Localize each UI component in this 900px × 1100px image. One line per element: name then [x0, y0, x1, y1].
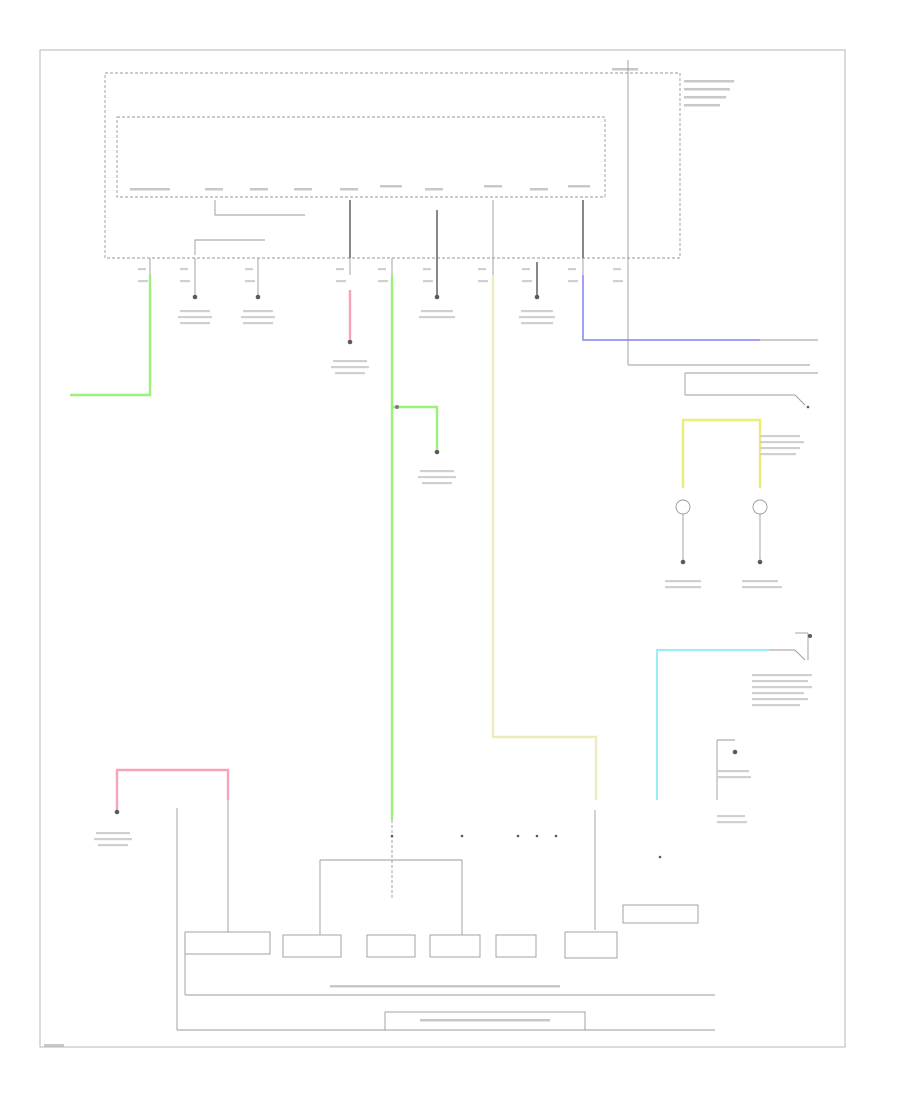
module-internal-line-1 — [214, 200, 305, 216]
splice-green — [395, 405, 399, 409]
wire-yellow — [681, 418, 762, 488]
ground-pink-bottom — [114, 809, 120, 815]
wire-pink-bottom — [115, 768, 230, 810]
right-switch-lines — [627, 275, 818, 425]
wire-pale-yellow — [491, 275, 598, 800]
wire-blue — [582, 275, 760, 341]
switch-cyan — [770, 632, 812, 661]
wire-cyan — [656, 649, 770, 800]
diagram-frame — [39, 49, 846, 1048]
wire-green-branch — [392, 405, 439, 450]
module-pin-stubs — [149, 200, 629, 295]
control-module-inner — [116, 116, 606, 198]
module-pin-labels — [130, 68, 734, 191]
bus-dots — [390, 834, 662, 859]
bus-label-marks — [44, 985, 560, 1047]
wire-green-left — [70, 275, 152, 397]
component-text-marks — [94, 310, 812, 847]
lamp-left — [675, 499, 691, 565]
bottom-components — [184, 904, 699, 1031]
control-module-outline — [104, 72, 681, 259]
lamp-right — [752, 499, 768, 565]
ground-dots — [192, 294, 540, 455]
connector-label-marks — [138, 268, 623, 283]
module-internal-line-2 — [194, 239, 265, 255]
